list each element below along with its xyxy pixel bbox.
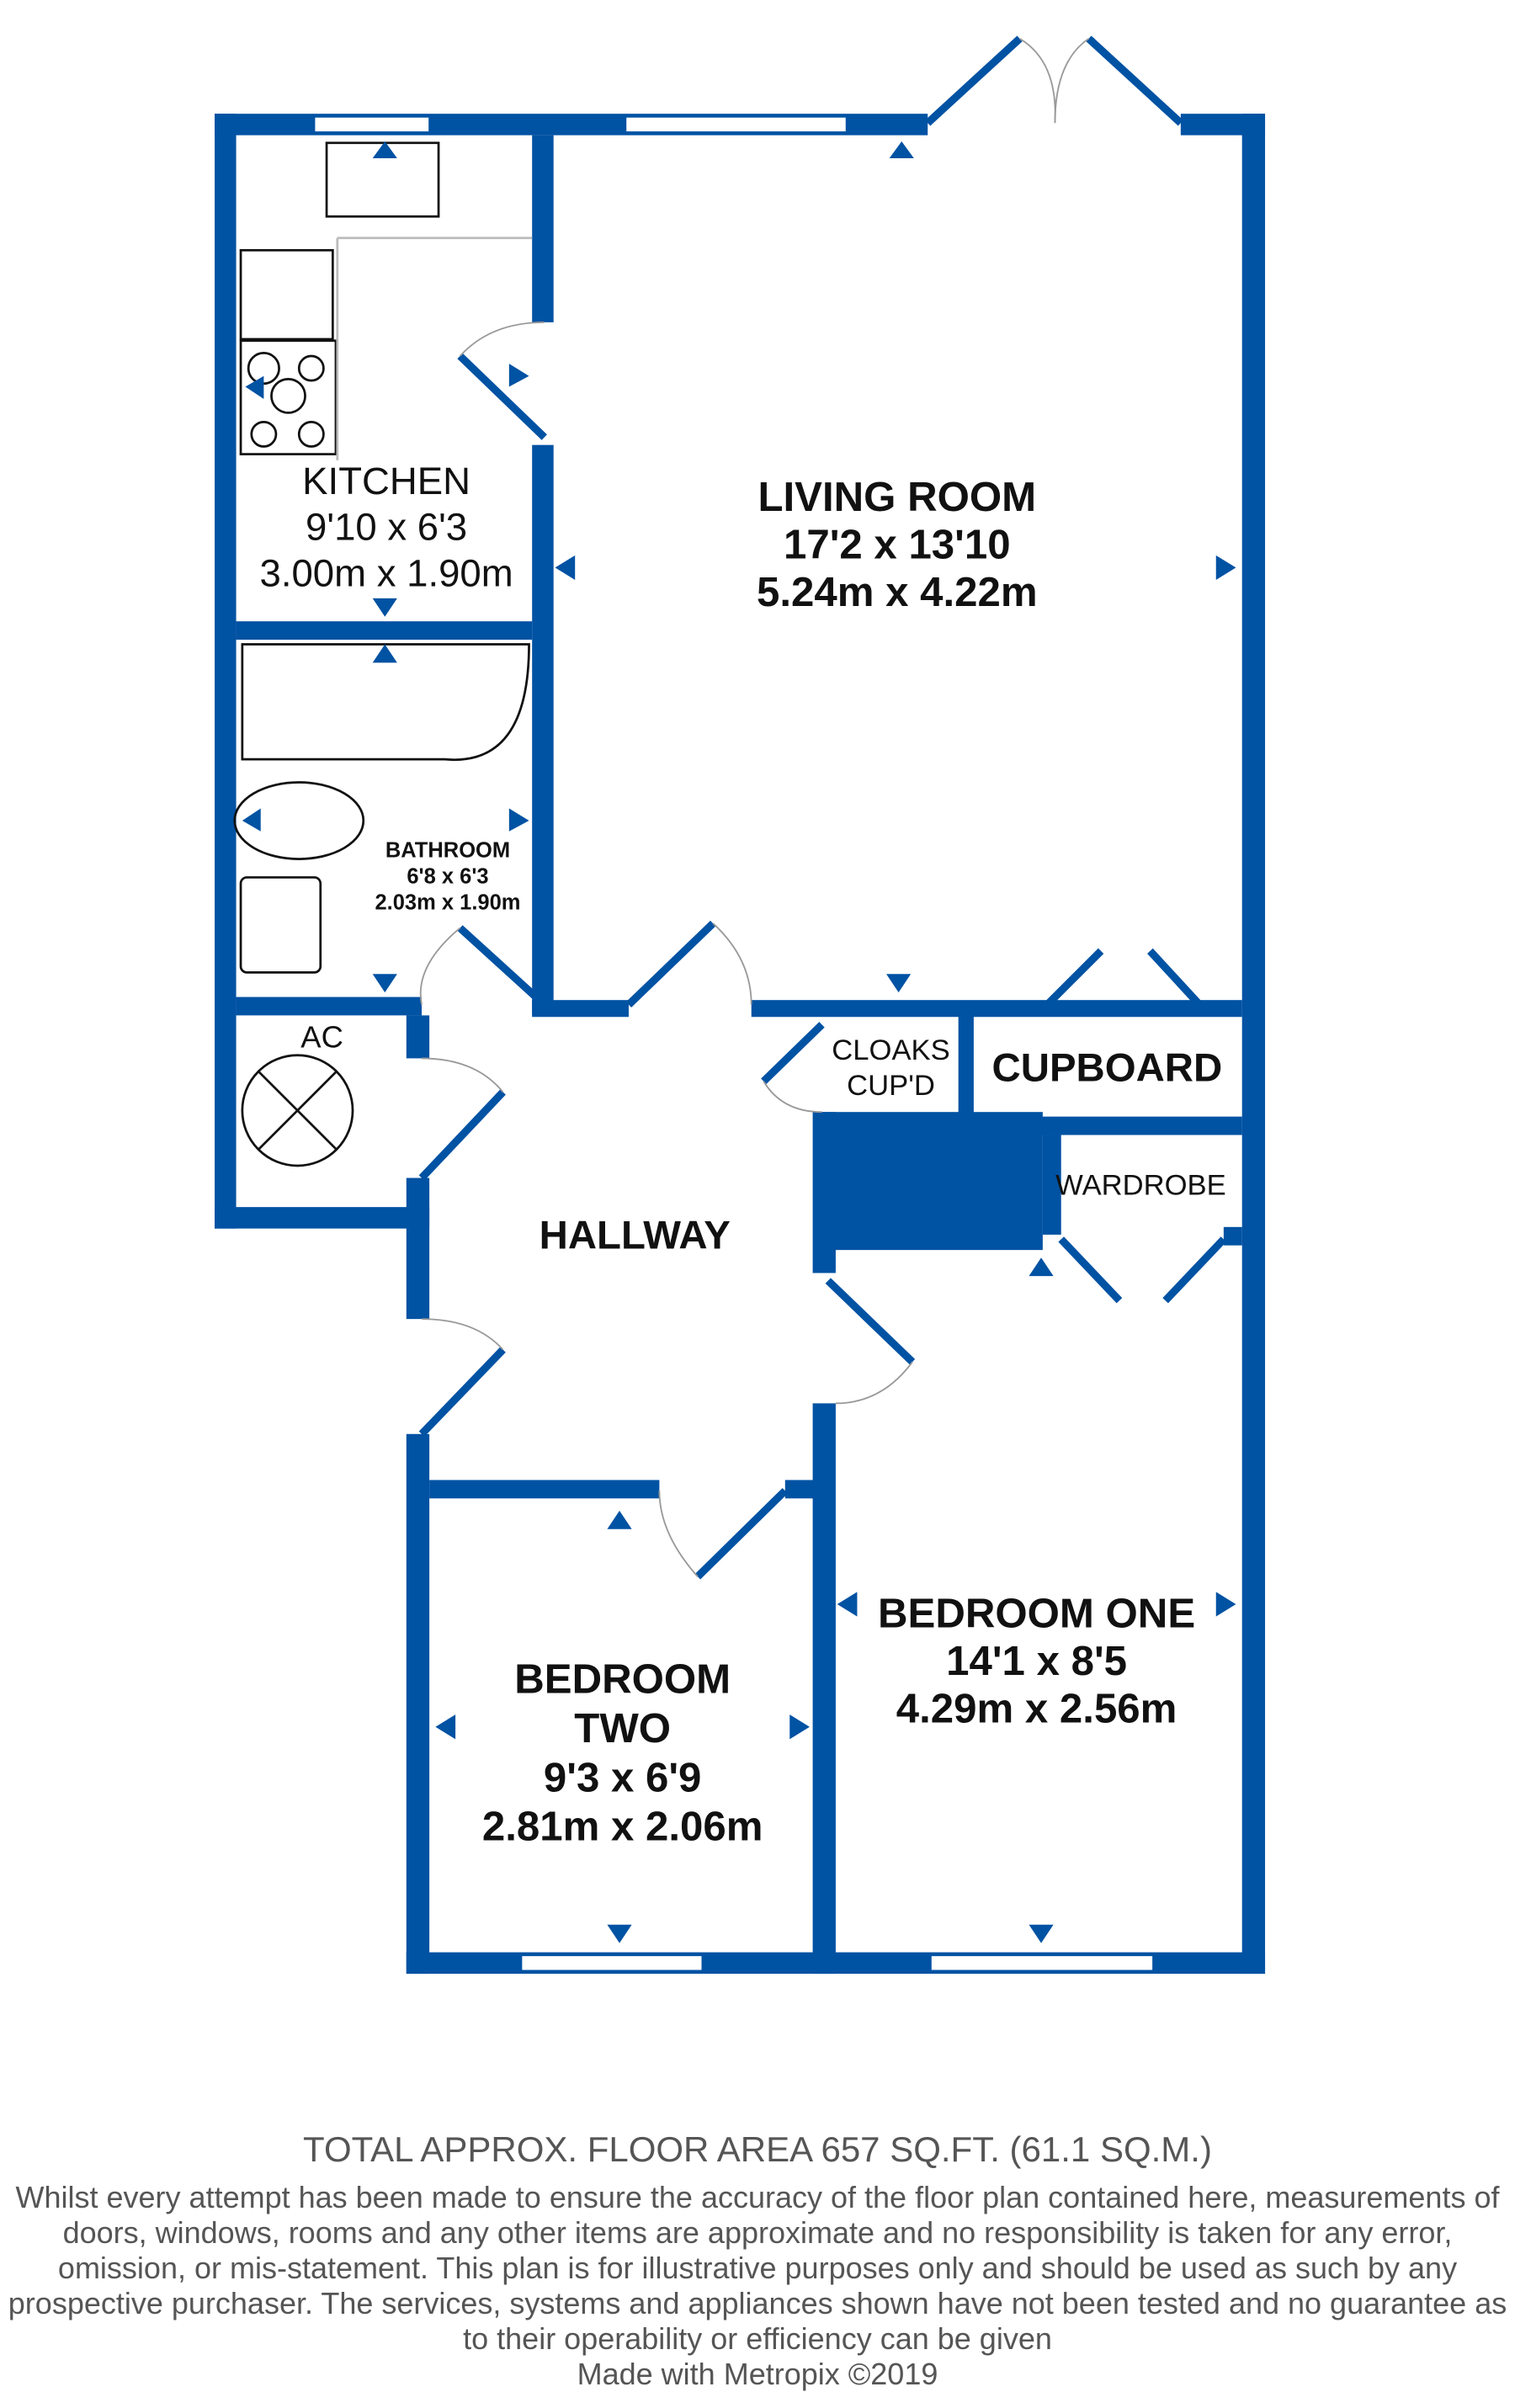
room-metric: 2.03m x 1.90m (375, 891, 520, 915)
oven-icon (239, 248, 334, 341)
room-name: BATHROOM (385, 839, 510, 863)
disclaimer: Whilst every attempt has been made to en… (8, 2180, 1507, 2356)
total-floor-area: TOTAL APPROX. FLOOR AREA 657 SQ.FT. (61.… (303, 2129, 1212, 2169)
hob-icon (239, 339, 338, 455)
room-hallway: HALLWAY (540, 1213, 731, 1257)
room-cupboard: CUPBOARD (992, 1046, 1223, 1091)
measure-arrows (242, 141, 1236, 1943)
doors (418, 35, 1227, 1580)
room-wardrobe: WARDROBE (1055, 1170, 1226, 1202)
room-name: LIVING ROOM (758, 474, 1036, 520)
room-name: BEDROOM ONE (878, 1590, 1195, 1636)
bath-icon (241, 643, 530, 762)
room-metric: 2.81m x 2.06m (482, 1804, 763, 1850)
door-swings (419, 38, 1090, 1577)
room-name-line2: CUP'D (847, 1070, 935, 1102)
room-bedroom-one: BEDROOM ONE 14'1 x 8'5 4.29m x 2.56m (878, 1590, 1195, 1731)
room-imperial: 9'3 x 6'9 (544, 1754, 702, 1800)
fixtures (233, 141, 533, 1167)
windows (313, 115, 1154, 1972)
room-imperial: 6'8 x 6'3 (407, 865, 488, 889)
room-kitchen: KITCHEN 9'10 x 6'3 3.00m x 1.90m (260, 460, 513, 594)
basin-icon (239, 876, 322, 974)
room-imperial: 9'10 x 6'3 (306, 506, 467, 549)
room-imperial: 17'2 x 13'10 (784, 521, 1011, 567)
kitchen-sink-icon (325, 141, 440, 218)
room-imperial: 14'1 x 8'5 (946, 1638, 1127, 1684)
room-name-line1: CLOAKS (832, 1034, 949, 1066)
walls (215, 114, 1266, 1975)
room-metric: 4.29m x 2.56m (896, 1685, 1177, 1731)
room-cloaks: CLOAKS CUP'D (832, 1034, 949, 1102)
room-ac: AC (300, 1020, 343, 1055)
toilet-icon (233, 781, 365, 860)
made-with-credit: Made with Metropix ©2019 (577, 2357, 938, 2391)
room-bathroom: BATHROOM 6'8 x 6'3 2.03m x 1.90m (375, 839, 520, 915)
room-metric: 5.24m x 4.22m (757, 569, 1038, 615)
room-bedroom-two: BEDROOM TWO 9'3 x 6'9 2.81m x 2.06m (482, 1656, 763, 1850)
room-name: KITCHEN (302, 460, 470, 502)
room-metric: 3.00m x 1.90m (260, 551, 513, 594)
room-name-line2: TWO (574, 1705, 671, 1752)
room-living: LIVING ROOM 17'2 x 13'10 5.24m x 4.22m (757, 474, 1038, 615)
room-name-line1: BEDROOM (514, 1656, 731, 1703)
boiler-icon (241, 1054, 354, 1167)
